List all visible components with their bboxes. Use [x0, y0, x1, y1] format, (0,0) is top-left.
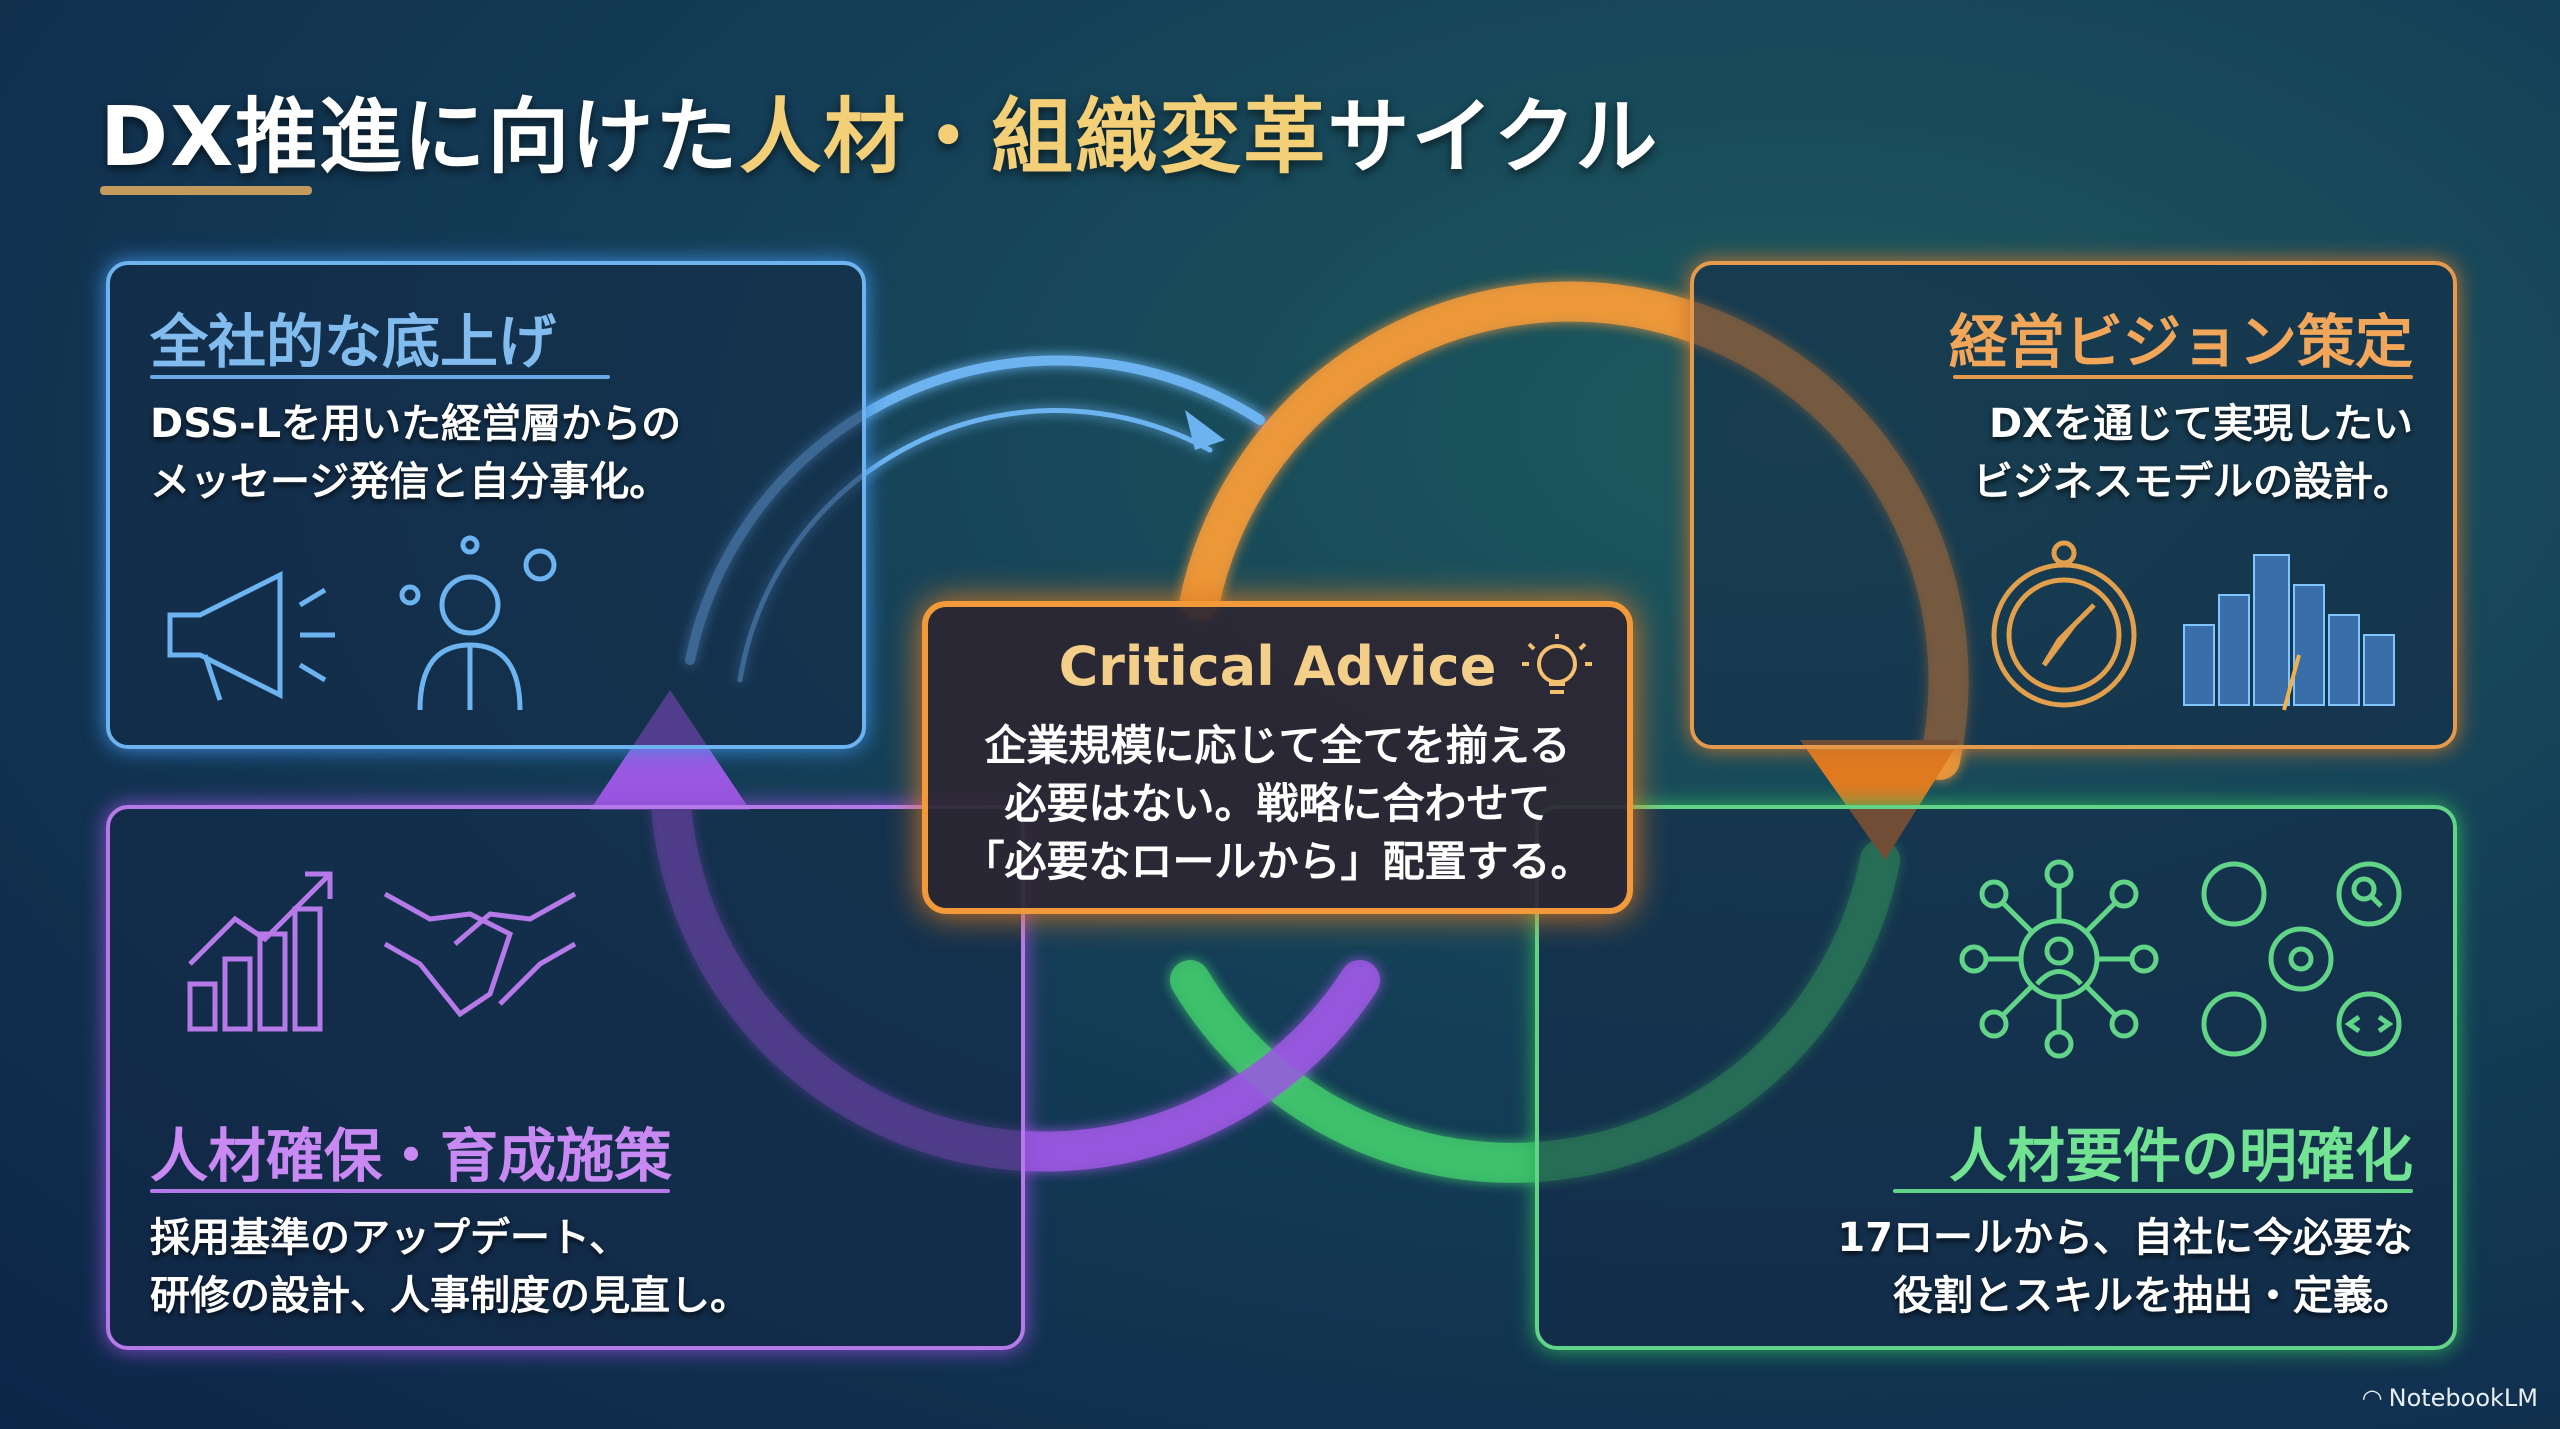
title-highlight: 人材・組織変革: [739, 90, 1328, 185]
card-body: 採用基準のアップデート、 研修の設計、人事制度の見直し。: [150, 1215, 750, 1319]
card-talent-acquisition: 人材確保・育成施策 採用基準のアップデート、 研修の設計、人事制度の見直し。: [106, 805, 1025, 1350]
critical-advice-body: 企業規模に応じて全てを揃える 必要はない。戦略に合わせて 「必要なロールから」配…: [962, 721, 1593, 886]
person-ideas-icon: [399, 535, 557, 711]
handshake-icon: [383, 891, 577, 1018]
megaphone-icon: [167, 570, 335, 701]
heading-rule: [1893, 1189, 2413, 1193]
card-heading: 人材要件の明確化: [1948, 1122, 2413, 1190]
card-heading: 経営ビジョン策定: [1948, 308, 2413, 376]
blue-arrowhead: [1185, 410, 1225, 450]
lightbulb-icon: [1522, 634, 1592, 694]
card-talent-requirements: 人材要件の明確化 17ロールから、自社に今必要な 役割とスキルを抽出・定義。: [1535, 805, 2457, 1350]
heading-rule: [1953, 375, 2413, 379]
skills-gear-icon: [2201, 861, 2402, 1057]
purple-arrowhead: [590, 690, 750, 810]
page-title: DX推進に向けた人材・組織変革サイクル: [100, 70, 1659, 189]
city-skyline-icon: [2183, 554, 2395, 711]
notebooklm-logo-icon: ◠: [2361, 1384, 2383, 1412]
card-body: DSS-Lを用いた経営層からの メッセージ発信と自分事化。: [150, 401, 682, 505]
network-icon: [1959, 859, 2159, 1059]
orange-arrowhead: [1800, 740, 1960, 860]
card-management-vision: 経営ビジョン策定 DXを通じて実現したい ビジネスモデルの設計。: [1690, 261, 2457, 749]
card-body: 17ロールから、自社に今必要な 役割とスキルを抽出・定義。: [1837, 1215, 2413, 1319]
title-part1: DX推進に向けた: [100, 90, 740, 185]
critical-advice-card: Critical Advice 企業規模に応じて全てを揃える 必要はない。戦略に…: [922, 601, 1633, 914]
heading-rule: [150, 375, 610, 379]
title-underline: [100, 186, 312, 195]
growth-chart-icon: [187, 871, 333, 1032]
card-heading: 全社的な底上げ: [150, 308, 557, 376]
critical-advice-heading: Critical Advice: [1058, 635, 1497, 698]
notebooklm-watermark: ◠NotebookLM: [2362, 1384, 2538, 1412]
title-part3: サイクル: [1327, 90, 1660, 185]
brand-label: NotebookLM: [2388, 1384, 2538, 1412]
card-body: DXを通じて実現したい ビジネスモデルの設計。: [1973, 401, 2413, 505]
card-company-wide-uplift: 全社的な底上げ DSS-Lを用いた経営層からの メッセージ発信と自分事化。: [106, 261, 866, 749]
heading-rule: [150, 1189, 670, 1193]
card-heading: 人材確保・育成施策: [150, 1122, 673, 1190]
compass-icon: [1991, 540, 2137, 708]
